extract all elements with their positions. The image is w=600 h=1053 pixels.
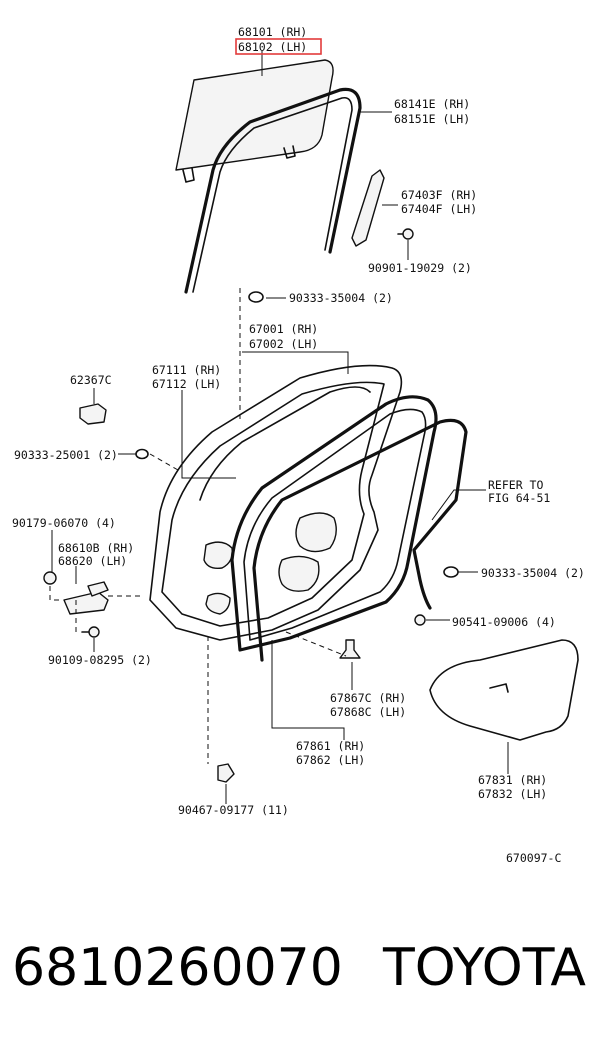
label-refer-1: REFER TO [488, 478, 543, 492]
clip-left-dash [149, 453, 179, 471]
label-screw-right: 90541-09006 (4) [452, 615, 556, 629]
screw-right [414, 614, 426, 626]
highlight-box [235, 38, 322, 55]
film-detail [489, 683, 509, 693]
trim-clip [285, 631, 361, 659]
door-seal-upper [199, 386, 371, 501]
figure-code: 670097-C [506, 851, 561, 865]
door-weatherstrip-inner [243, 408, 427, 641]
hinge-bolt [75, 600, 100, 638]
door-stopper [79, 403, 107, 425]
label-run-rh: 68141E (RH) [394, 97, 470, 111]
door-panel-hole [203, 541, 233, 570]
clip-right [443, 566, 459, 578]
label-bolt-hinge2: 90109-08295 (2) [48, 653, 152, 667]
label-clip-top: 90333-35004 (2) [289, 291, 393, 305]
label-trim-clip-lh: 67868C (LH) [330, 705, 406, 719]
brand-text: TOYOTA [383, 938, 586, 998]
label-clip-left: 90333-25001 (2) [14, 448, 118, 462]
bottom-bolt [207, 636, 235, 783]
door-panel-hole [278, 555, 320, 592]
label-run-lh: 68151E (LH) [394, 112, 470, 126]
glass-tab [283, 145, 296, 159]
leader-refer [431, 489, 486, 521]
clip-top [248, 291, 264, 303]
channel-bolt [397, 228, 414, 240]
label-glass-rh: 68101 (RH) [238, 25, 307, 39]
leader-weatherstrip [271, 640, 345, 740]
opening-trim [252, 418, 468, 662]
label-channel-rh: 67403F (RH) [401, 188, 477, 202]
label-hinge-rh: 68610B (RH) [58, 541, 134, 555]
label-refer-2: FIG 64-51 [488, 491, 550, 505]
clip-left [135, 448, 149, 460]
label-clip-right: 90333-35004 (2) [481, 566, 585, 580]
leader-panel [242, 351, 349, 374]
label-hinge-lh: 68620 (LH) [58, 554, 127, 568]
door-hinge [43, 571, 140, 615]
exploded-door-diagram: 68101 (RH) 68102 (LH) 68141E (RH) 68151E… [12, 25, 585, 865]
label-weather-rh: 67861 (RH) [296, 739, 365, 753]
label-channel-lh: 67404F (LH) [401, 202, 477, 216]
door-glass [175, 59, 334, 171]
glass-tab [182, 167, 195, 183]
label-trim-clip-rh: 67867C (RH) [330, 691, 406, 705]
glass-run-inner [192, 96, 353, 293]
label-bottom-bolt: 90467-09177 (11) [178, 803, 289, 817]
label-film-lh: 67832 (LH) [478, 787, 547, 801]
glass-run [184, 87, 362, 294]
label-bolt-channel: 90901-19029 (2) [368, 261, 472, 275]
label-bolt-hinge: 90179-06070 (4) [12, 516, 116, 530]
label-weather-lh: 67862 (LH) [296, 753, 365, 767]
label-seal-rh: 67111 (RH) [152, 363, 221, 377]
service-hole-film [429, 639, 579, 741]
part-number-text: 6810260070 [12, 938, 343, 998]
door-weatherstrip [230, 395, 438, 652]
door-panel-outer [149, 364, 403, 641]
door-panel-hole [295, 512, 337, 553]
label-seal-lh: 67112 (LH) [152, 377, 221, 391]
door-panel-hole [205, 592, 231, 615]
run-channel [351, 169, 385, 247]
label-panel-lh: 67002 (LH) [249, 337, 318, 351]
leader-seal [181, 390, 236, 479]
label-glass-lh: 68102 (LH) [238, 40, 307, 54]
label-stopper: 62367C [70, 373, 112, 387]
label-panel-rh: 67001 (RH) [249, 322, 318, 336]
label-film-rh: 67831 (RH) [478, 773, 547, 787]
door-panel-inner [161, 381, 385, 627]
